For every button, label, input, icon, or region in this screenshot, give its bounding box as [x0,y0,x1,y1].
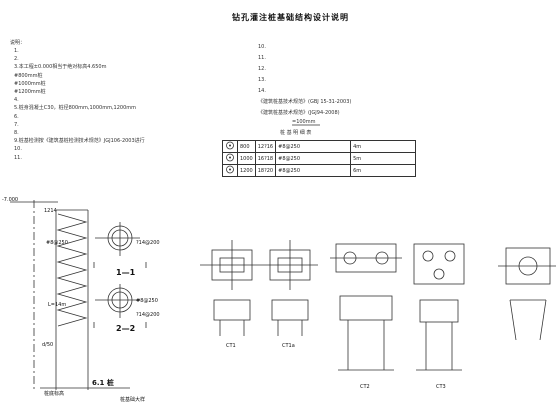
stirrup-label: #8@250 [46,240,68,246]
table-title: 桩 基 明 细 表 [280,130,312,136]
pile-bars-cell: 18?20 [254,164,277,177]
note-left-item: 4. [14,97,19,104]
pile-section-icon [222,140,238,153]
pile-bars-cell: 12?16 [254,140,277,153]
cap-label-ct1a: CT1a [282,343,295,349]
stirrup-label-2: #8@250 [136,298,158,304]
pile-bottom-note: 桩底标高 [44,391,65,397]
pile-length-label: L=14m [48,302,67,308]
cap-ct2-drawing [330,243,402,371]
notes-header: 说明： [10,40,26,46]
note-left-item: 5.桩身混凝土C30，桩径800mm,1000mm,1200mm [14,105,137,112]
note-right-item: 10. [258,44,266,50]
elevation-top: -7.000 [2,197,19,203]
note-right-item: 13. [258,77,266,83]
note-left-item: #800mm桩 [14,72,43,79]
note-left-item: 1. [14,48,19,54]
note-left-item: 3.本工程±0.000相当于绝对标高4.650m [14,64,107,71]
note-right-item: 11. [258,55,266,61]
pile-detail-label: 6.1 桩 [92,379,114,387]
bar-label-2: ?14@200 [136,312,160,318]
cap-label-ct2: CT2 [360,384,370,390]
cap-label-ct1: CT1 [226,343,236,349]
section-1-label: 1—1 [116,268,136,277]
note-13-value: =100mm [292,119,316,125]
pile-length-cell: 6m [350,164,417,177]
top-bar-label: 1214 [44,208,57,214]
section-2-label: 2—2 [116,324,136,333]
pile-section-icon [222,164,238,177]
right-detail-drawing [498,247,556,341]
note-left-item: 9.桩基检测按《建筑基桩检测技术规范》JGJ106-2003进行 [14,138,145,145]
note-right-item: 《建筑桩基技术规范》(JGJ94-2008) [258,110,340,116]
note-left-item: 2. [14,56,19,63]
bar-label: ?14@200 [136,240,160,246]
note-right-item: 12. [258,66,266,72]
cap-label-ct3: CT3 [436,384,446,390]
note-left-item: 7. [14,121,19,128]
drawing-title: 钻孔灌注桩基础结构设计说明 [232,13,349,22]
note-left-item: 11. [14,154,22,161]
spiral-upper [56,213,88,327]
note-right-item: 《建筑桩基技术规范》(GBJ 15-31-2003) [258,99,352,105]
cap-ct1a-drawing [262,240,318,336]
cap-ct3-drawing [413,243,465,371]
bottom-label: d/50 [42,342,54,348]
note-left-item: #1000mm桩 [14,80,46,87]
note-right-item: 14. [258,88,266,94]
note-left-item: 8. [14,130,19,136]
pile-detail-caption: 桩基础大样 [120,397,146,403]
cap-ct1-drawing [200,240,262,336]
note-left-item: 10. [14,146,22,153]
note-left-item: 6. [14,113,19,120]
note-left-item: #1200mm桩 [14,89,46,95]
